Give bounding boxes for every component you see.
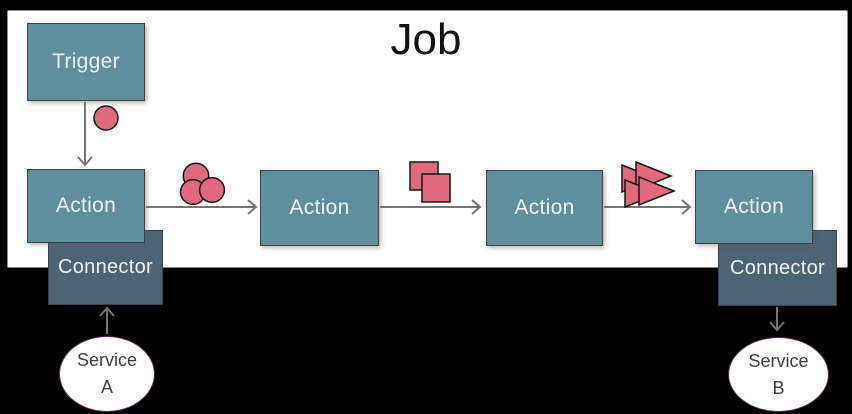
arrow-connectorb-to-serviceb [769, 307, 785, 332]
job-title: Job [390, 15, 462, 64]
action-1-label: Action [55, 194, 117, 217]
service-a-letter: A [100, 377, 113, 397]
trigger-label: Trigger [52, 50, 120, 73]
arrow-servicea-to-connectora [99, 306, 115, 334]
trigger-node: Trigger [27, 23, 145, 101]
action-node-3: Action [486, 170, 603, 246]
action-node-4: Action [695, 170, 813, 244]
action-node-2: Action [260, 170, 379, 246]
connector-a-label: Connector [58, 256, 153, 278]
action-2-label: Action [289, 196, 350, 219]
service-b-letter: B [772, 377, 785, 398]
service-a-node: Service A [59, 336, 155, 412]
service-b-name: Service [748, 350, 809, 371]
action-3-label: Action [514, 196, 575, 219]
action-node-1: Action [27, 169, 145, 243]
service-b-node: Service B [728, 337, 829, 412]
action-4-label: Action [723, 195, 785, 218]
connector-b-label: Connector [730, 256, 825, 279]
service-a-name: Service [76, 350, 138, 370]
